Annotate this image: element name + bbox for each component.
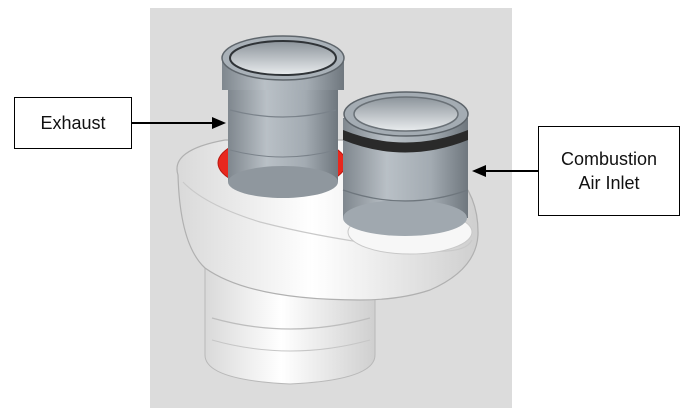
combustion-air-inlet-label: Combustion Air Inlet bbox=[538, 126, 680, 216]
combustion-air-inlet-label-text: Combustion Air Inlet bbox=[560, 149, 658, 193]
exhaust-arrow bbox=[132, 117, 226, 129]
seal-ring bbox=[343, 130, 468, 153]
exhaust-label: Exhaust bbox=[14, 97, 132, 149]
combustion-air-inlet-pipe bbox=[342, 91, 469, 236]
exhaust-pipe bbox=[221, 35, 345, 198]
inlet-arrow bbox=[472, 165, 538, 177]
exhaust-label-text: Exhaust bbox=[40, 113, 106, 133]
